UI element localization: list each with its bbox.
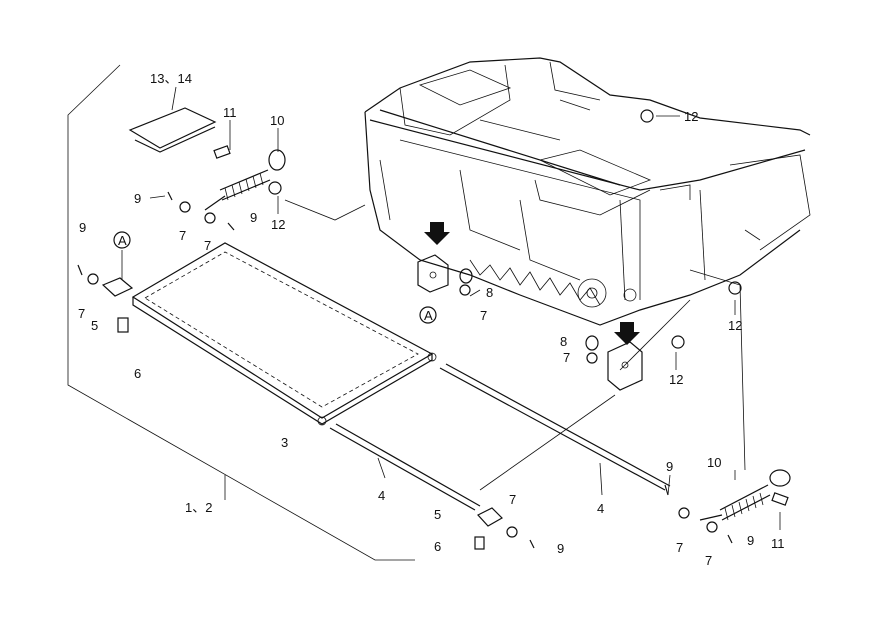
arrow-down-icon bbox=[614, 322, 640, 345]
callout-12: 12 bbox=[684, 109, 698, 124]
callout-3: 3 bbox=[281, 435, 288, 450]
arrow-down-icon bbox=[424, 222, 450, 245]
callout-9: 9 bbox=[79, 220, 86, 235]
callout-7: 7 bbox=[204, 238, 211, 253]
callout-4: 4 bbox=[378, 488, 385, 503]
callout-9: 9 bbox=[747, 533, 754, 548]
callout-7: 7 bbox=[179, 228, 186, 243]
rods bbox=[329, 363, 671, 511]
marker-a-circle bbox=[419, 306, 437, 324]
callout-7: 7 bbox=[676, 540, 683, 555]
callout-9: 9 bbox=[134, 191, 141, 206]
callout-9: 9 bbox=[250, 210, 257, 225]
callout-a: A bbox=[424, 308, 433, 323]
manual-sheet-edge bbox=[134, 126, 216, 153]
callout-7: 7 bbox=[78, 306, 85, 321]
machine-body bbox=[364, 57, 811, 326]
callout-7: 7 bbox=[480, 308, 487, 323]
callout-12: 12 bbox=[669, 372, 683, 387]
screen-panel bbox=[131, 242, 437, 426]
callout-6: 6 bbox=[134, 366, 141, 381]
callout-8: 8 bbox=[486, 285, 493, 300]
callout-8: 8 bbox=[560, 334, 567, 349]
callout-7: 7 bbox=[705, 553, 712, 568]
callout-9: 9 bbox=[557, 541, 564, 556]
callout-5: 5 bbox=[434, 507, 441, 522]
callout-a: A bbox=[118, 233, 127, 248]
callout-11: 11 bbox=[223, 105, 237, 120]
callout-7: 7 bbox=[563, 350, 570, 365]
callout-6: 6 bbox=[434, 539, 441, 554]
springs bbox=[204, 149, 791, 521]
callout-11: 11 bbox=[771, 536, 785, 551]
leader-lines bbox=[67, 64, 781, 561]
callout-7: 7 bbox=[509, 492, 516, 507]
callout-12: 12 bbox=[271, 217, 285, 232]
callout-4: 4 bbox=[597, 501, 604, 516]
callout-12: 12 bbox=[728, 318, 742, 333]
callout-13-14: 13、14 bbox=[150, 71, 192, 86]
callout-10: 10 bbox=[270, 113, 284, 128]
callout-1-2: 1、2 bbox=[185, 500, 212, 515]
callout-10: 10 bbox=[707, 455, 721, 470]
callout-5: 5 bbox=[91, 318, 98, 333]
callout-9: 9 bbox=[666, 459, 673, 474]
manual-sheet bbox=[128, 107, 217, 149]
marker-a-circle bbox=[113, 231, 131, 249]
